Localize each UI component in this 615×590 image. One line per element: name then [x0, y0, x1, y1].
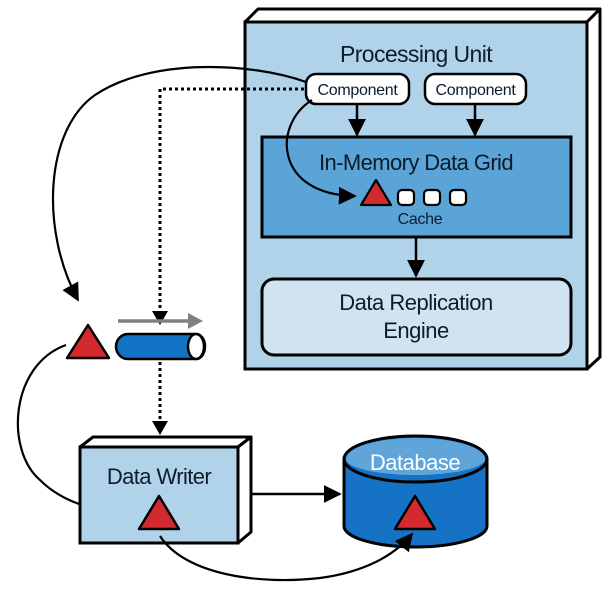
dre-label-line1: Data Replication: [339, 290, 492, 315]
dre-box: [260, 277, 573, 357]
curve-component-to-queue-marker: [51, 65, 307, 302]
in-memory-data-grid: In-Memory Data Grid Cache: [260, 135, 573, 239]
component-1-label: Component: [317, 82, 398, 99]
imdg-title: In-Memory Data Grid: [319, 150, 513, 175]
data-writer-marker-triangle-icon: [137, 494, 181, 531]
data-writer-side-face: [236, 435, 253, 545]
cache-slot: [422, 188, 442, 207]
data-marker-triangle-icon: [359, 178, 393, 207]
curve-data-writer-to-database: [159, 532, 414, 582]
cache-label: Cache: [398, 211, 443, 228]
component-2-label: Component: [435, 82, 516, 99]
cache-slots: [396, 188, 468, 207]
dotted-arrowhead-icon: [152, 311, 168, 325]
queue-data-marker-triangle-icon: [65, 323, 111, 360]
database-marker-triangle-icon: [393, 494, 437, 531]
pipe-end: [186, 332, 206, 361]
cache-slot: [448, 188, 468, 207]
component-1[interactable]: Component: [304, 72, 411, 106]
dotted-component-to-pipe: [158, 87, 304, 312]
database-top-highlight: [346, 438, 485, 475]
processing-unit-side-face: [585, 7, 602, 371]
data-replication-engine: Data Replication Engine: [260, 277, 573, 357]
processing-unit-top-face: [243, 7, 602, 24]
flow-direction-arrowhead-icon: [188, 313, 203, 329]
dotted-arrowhead-icon: [152, 421, 168, 435]
database-title: Database: [370, 450, 460, 475]
data-writer-box: Data Writer: [78, 435, 253, 545]
data-writer-title: Data Writer: [107, 464, 212, 489]
message-pipe: [114, 332, 207, 361]
cache-slot: [396, 188, 416, 207]
database: Database: [342, 434, 489, 549]
processing-unit-title: Processing Unit: [340, 41, 493, 67]
component-2[interactable]: Component: [423, 72, 528, 106]
curve-component-to-cache: [285, 99, 357, 205]
dre-label-line2: Engine: [383, 318, 449, 343]
